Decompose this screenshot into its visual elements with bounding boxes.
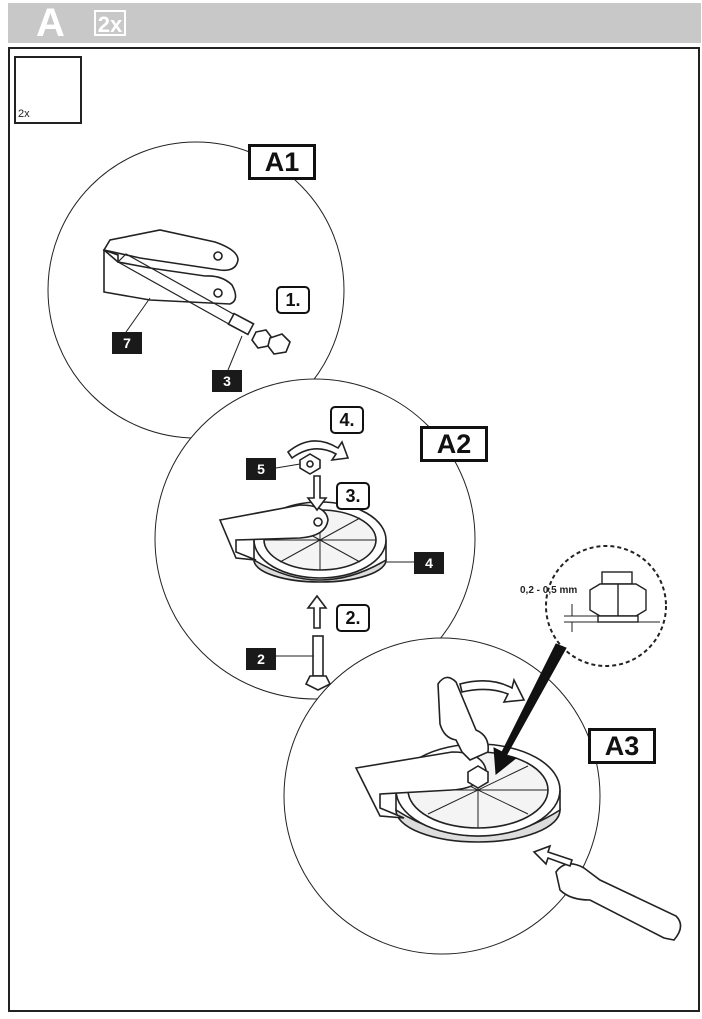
arrow-zoom-pointer bbox=[493, 643, 567, 775]
gap-indicator bbox=[564, 604, 660, 632]
step-3: 3. bbox=[336, 482, 370, 510]
section-letter: A bbox=[36, 1, 65, 45]
nut-part-5 bbox=[299, 453, 321, 475]
callout-a2: A2 bbox=[420, 426, 488, 462]
arrow-up-step-2 bbox=[306, 594, 328, 629]
part-label-4: 4 bbox=[414, 552, 444, 574]
arrow-insert-a3 bbox=[532, 844, 574, 868]
arrow-rotate-a3 bbox=[459, 677, 526, 703]
instruction-frame bbox=[8, 47, 700, 1012]
wrench-top bbox=[437, 676, 490, 761]
part-label-7: 7 bbox=[112, 332, 142, 354]
tool-required-box bbox=[14, 56, 82, 124]
callout-a1: A1 bbox=[248, 144, 316, 180]
leader-part-7 bbox=[125, 297, 151, 333]
arrow-down-step-3 bbox=[306, 475, 328, 512]
arrow-rotate-step-4 bbox=[286, 440, 350, 462]
step-1: 1. bbox=[276, 286, 310, 314]
wrench-bottom bbox=[555, 863, 682, 941]
tool-quantity: 2x bbox=[18, 108, 30, 120]
step-2: 2. bbox=[336, 604, 370, 632]
part-label-5: 5 bbox=[246, 458, 276, 480]
gap-label: 0,2 - 0,5 mm bbox=[520, 585, 578, 596]
part-label-3: 3 bbox=[212, 370, 242, 392]
part-label-2: 2 bbox=[246, 648, 276, 670]
bracket-part-7 bbox=[102, 229, 239, 305]
leader-part-5 bbox=[275, 463, 301, 469]
bolt-part-3 bbox=[117, 253, 291, 355]
callout-a3: A3 bbox=[588, 728, 656, 764]
section-header: A 2x bbox=[8, 1, 701, 45]
leader-part-3 bbox=[227, 335, 243, 371]
step-4: 4. bbox=[330, 406, 364, 434]
bracket-on-wheel bbox=[218, 504, 329, 561]
section-multiplier: 2x bbox=[94, 10, 126, 37]
nut-a3 bbox=[467, 765, 489, 789]
zoom-nut bbox=[589, 571, 647, 623]
